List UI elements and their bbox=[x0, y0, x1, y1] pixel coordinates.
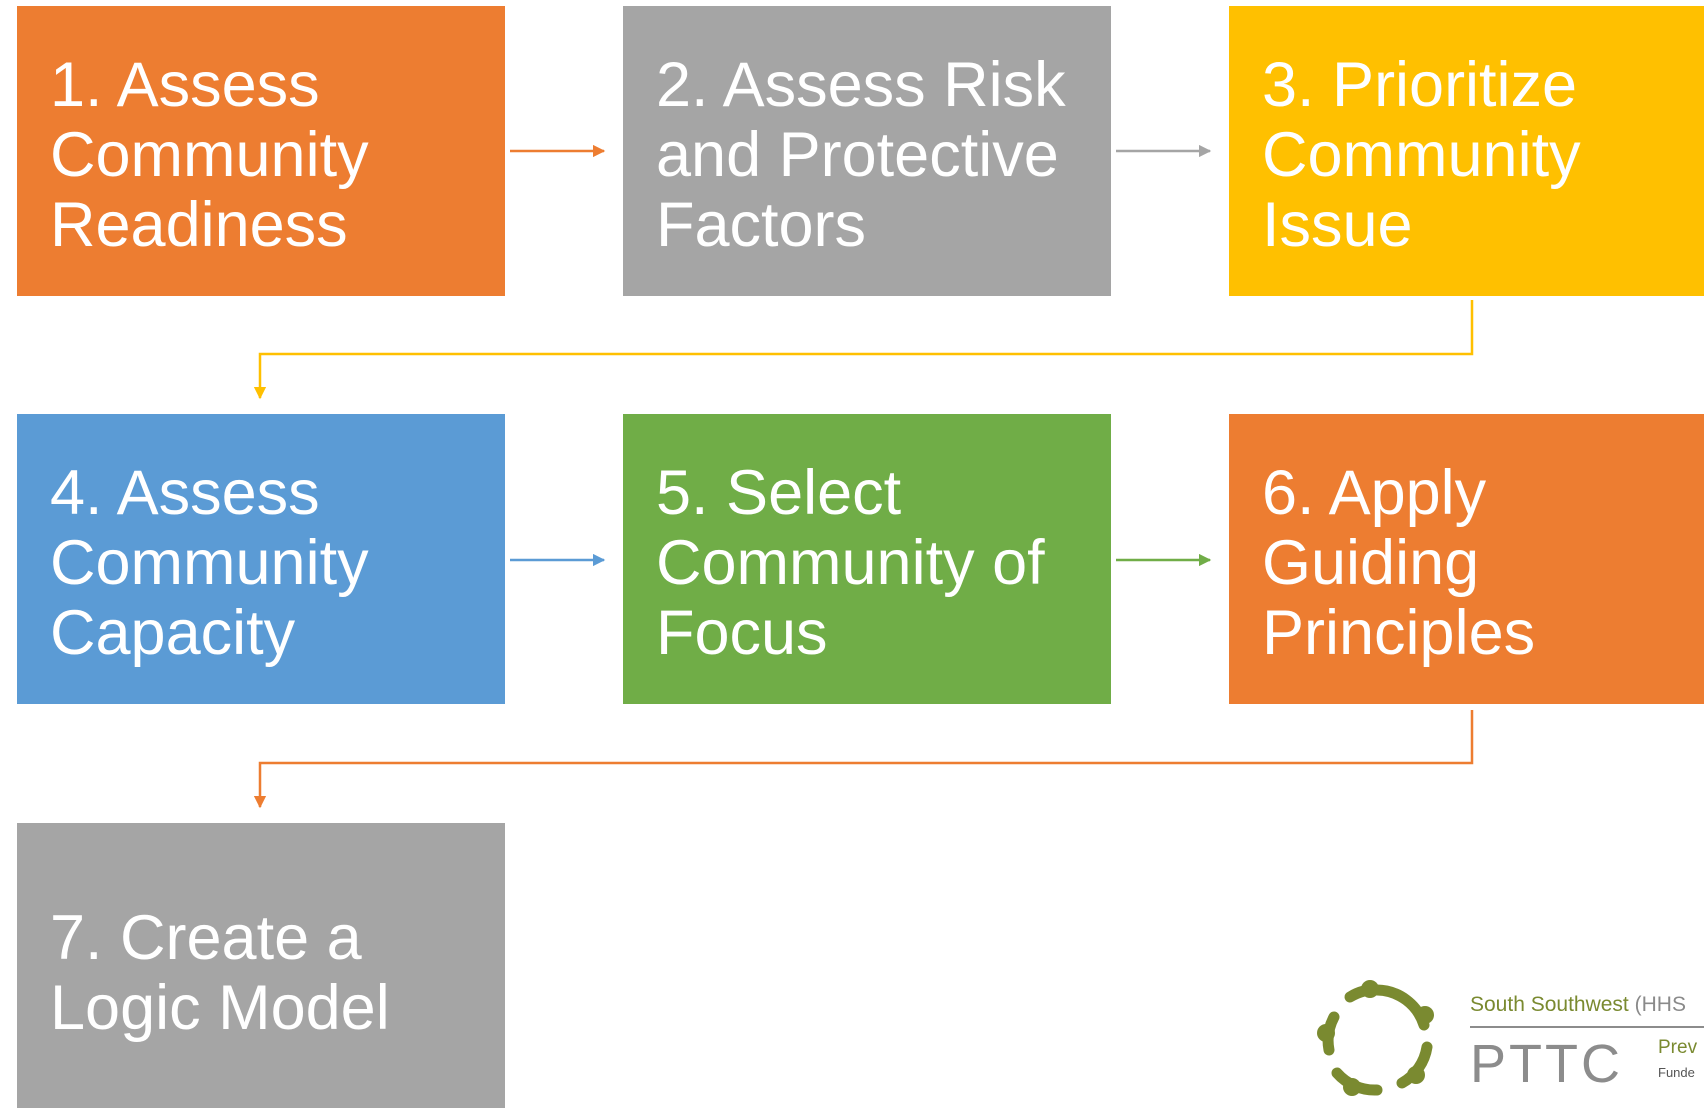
step-2-assess-risk-and-protective-factors: 2. Assess Risk and Protective Factors bbox=[623, 6, 1111, 296]
people-circle-logo-icon bbox=[1317, 980, 1434, 1096]
logo-person-head bbox=[1317, 1024, 1335, 1042]
logo-region-name: South Southwest (HHS bbox=[1470, 993, 1686, 1017]
logo-person-head bbox=[1416, 1006, 1434, 1024]
logo-region-text: South Southwest bbox=[1470, 993, 1629, 1016]
step-3-label: 3. Prioritize Community Issue bbox=[1262, 50, 1581, 260]
connector-6-to-7 bbox=[253, 710, 1474, 809]
step-3-prioritize-community-issue: 3. Prioritize Community Issue bbox=[1229, 6, 1704, 296]
step-5-select-community-of-focus: 5. Select Community of Focus bbox=[623, 414, 1111, 704]
step-6-label: 6. Apply Guiding Principles bbox=[1262, 458, 1536, 668]
logo-acronym: PTTC bbox=[1470, 1034, 1623, 1094]
step-7-create-a-logic-model: 7. Create a Logic Model bbox=[17, 823, 505, 1108]
step-1-assess-community-readiness: 1. Assess Community Readiness bbox=[17, 6, 505, 296]
step-7-label: 7. Create a Logic Model bbox=[50, 903, 390, 1043]
logo-person-head bbox=[1361, 980, 1379, 998]
logo-region-suffix: (HHS bbox=[1628, 993, 1686, 1016]
step-4-assess-community-capacity: 4. Assess Community Capacity bbox=[17, 414, 505, 704]
logo-arc bbox=[1371, 984, 1430, 1031]
step-6-apply-guiding-principles: 6. Apply Guiding Principles bbox=[1229, 414, 1704, 704]
logo-person-head bbox=[1343, 1078, 1361, 1096]
pttc-logo: South Southwest (HHS PTTC Prev Funde bbox=[1310, 972, 1704, 1108]
step-5-label: 5. Select Community of Focus bbox=[656, 458, 1045, 668]
step-2-label: 2. Assess Risk and Protective Factors bbox=[656, 50, 1066, 260]
step-1-label: 1. Assess Community Readiness bbox=[50, 50, 369, 260]
logo-divider bbox=[1470, 1026, 1704, 1028]
logo-subtitle-line-2: Funde bbox=[1658, 1065, 1695, 1080]
step-4-label: 4. Assess Community Capacity bbox=[50, 458, 369, 668]
logo-person-head bbox=[1407, 1066, 1425, 1084]
connector-3-to-4 bbox=[253, 300, 1474, 400]
logo-subtitle-line-1: Prev bbox=[1658, 1037, 1698, 1058]
